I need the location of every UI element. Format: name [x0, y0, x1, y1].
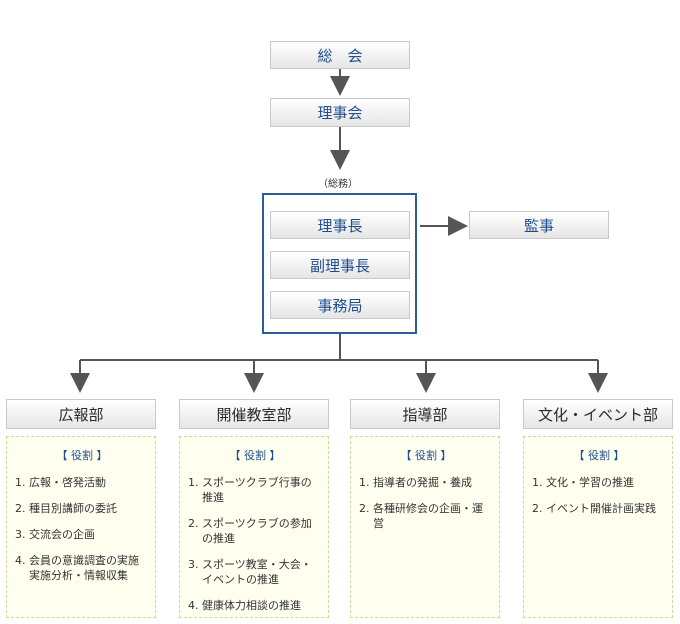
- role-item-number: 4.: [188, 599, 199, 612]
- node-kanji-label: 監事: [523, 216, 554, 235]
- node-rijikai-label: 理事会: [317, 104, 363, 122]
- dept-4-name: 文化・イベント部: [537, 405, 658, 424]
- role-item-text: 広報・啓発活動: [29, 476, 106, 489]
- role-item-number: 2.: [359, 502, 370, 515]
- dept-4: 文化・イベント部: [523, 399, 673, 429]
- role-item-number: 3.: [15, 528, 26, 541]
- role-item-number: 2.: [532, 502, 543, 515]
- role-item-text: 種目別講師の委託: [29, 502, 117, 515]
- role-item-number: 2.: [188, 517, 199, 530]
- dept-3: 指導部: [350, 399, 500, 429]
- role-item-text: 文化・学習の推進: [546, 476, 634, 489]
- role-item-number: 2.: [15, 502, 26, 515]
- executive-frame: [262, 193, 417, 334]
- dept-1-name: 広報部: [58, 405, 104, 424]
- role-item: 2.各種研修会の企画・運営: [359, 501, 493, 531]
- node-rijikai: 理事会: [270, 98, 410, 127]
- role-item-number: 1.: [532, 476, 543, 489]
- somu-note: （総務）: [318, 179, 358, 190]
- node-rijicho: 理事長: [270, 211, 410, 239]
- role-box-3: 【 役割 】 1.指導者の発掘・養成 2.各種研修会の企画・運営: [350, 436, 500, 618]
- role-box-2: 【 役割 】 1.スポーツクラブ行事の推進 2.スポーツクラブの参加の推進 3.…: [179, 436, 329, 618]
- node-sokai: 総 会: [270, 41, 410, 69]
- role-item-number: 3.: [188, 558, 199, 571]
- role-item-text: 指導者の発掘・養成: [373, 476, 472, 489]
- role-item: 3.交流会の企画: [15, 527, 149, 542]
- node-fukurijicho-label: 副理事長: [309, 256, 370, 275]
- role-item: 4.会員の意識調査の実施実施分析・情報収集: [15, 553, 149, 583]
- role-title-4: 【 役割 】: [573, 449, 625, 462]
- role-item: 1.広報・啓発活動: [15, 475, 149, 490]
- dept-2-name: 開催教室部: [216, 405, 292, 424]
- role-item: 3.スポーツ教室・大会・イベントの推進: [188, 557, 322, 587]
- role-item: 2.種目別講師の委託: [15, 501, 149, 516]
- node-rijicho-label: 理事長: [317, 216, 363, 235]
- role-item-text: 交流会の企画: [29, 528, 95, 541]
- dept-1: 広報部: [6, 399, 156, 429]
- role-item: 1.文化・学習の推進: [532, 475, 666, 490]
- node-kanji: 監事: [469, 211, 609, 239]
- role-box-1: 【 役割 】 1.広報・啓発活動 2.種目別講師の委託 3.交流会の企画 4.会…: [6, 436, 156, 618]
- role-item: 4.健康体力相談の推進: [188, 598, 322, 613]
- role-title-2: 【 役割 】: [229, 449, 281, 462]
- role-item-text: スポーツクラブ行事の推進: [202, 476, 312, 504]
- role-item: 2.スポーツクラブの参加の推進: [188, 516, 322, 546]
- role-item: 1.スポーツクラブ行事の推進: [188, 475, 322, 505]
- role-item-text: イベント開催計画実践: [546, 502, 656, 515]
- role-title-3: 【 役割 】: [400, 449, 452, 462]
- role-item-number: 4.: [15, 554, 26, 567]
- role-item-number: 1.: [15, 476, 26, 489]
- role-item-text: 会員の意識調査の実施実施分析・情報収集: [29, 554, 139, 582]
- role-box-4: 【 役割 】 1.文化・学習の推進 2.イベント開催計画実践: [523, 436, 673, 618]
- role-item: 2.イベント開催計画実践: [532, 501, 666, 516]
- dept-3-name: 指導部: [402, 405, 448, 424]
- role-item-number: 1.: [188, 476, 199, 489]
- role-item: 1.指導者の発掘・養成: [359, 475, 493, 490]
- role-item-text: 各種研修会の企画・運営: [373, 502, 483, 530]
- role-item-number: 1.: [359, 476, 370, 489]
- role-item-text: 健康体力相談の推進: [202, 599, 301, 612]
- node-sokai-label: 総 会: [317, 46, 363, 65]
- role-item-text: スポーツクラブの参加の推進: [202, 517, 312, 545]
- node-jimukyoku-label: 事務局: [317, 296, 363, 315]
- role-title-1: 【 役割 】: [56, 449, 108, 462]
- role-item-text: スポーツ教室・大会・イベントの推進: [202, 558, 312, 586]
- node-jimukyoku: 事務局: [270, 291, 410, 319]
- node-fukurijicho: 副理事長: [270, 251, 410, 279]
- dept-2: 開催教室部: [179, 399, 329, 429]
